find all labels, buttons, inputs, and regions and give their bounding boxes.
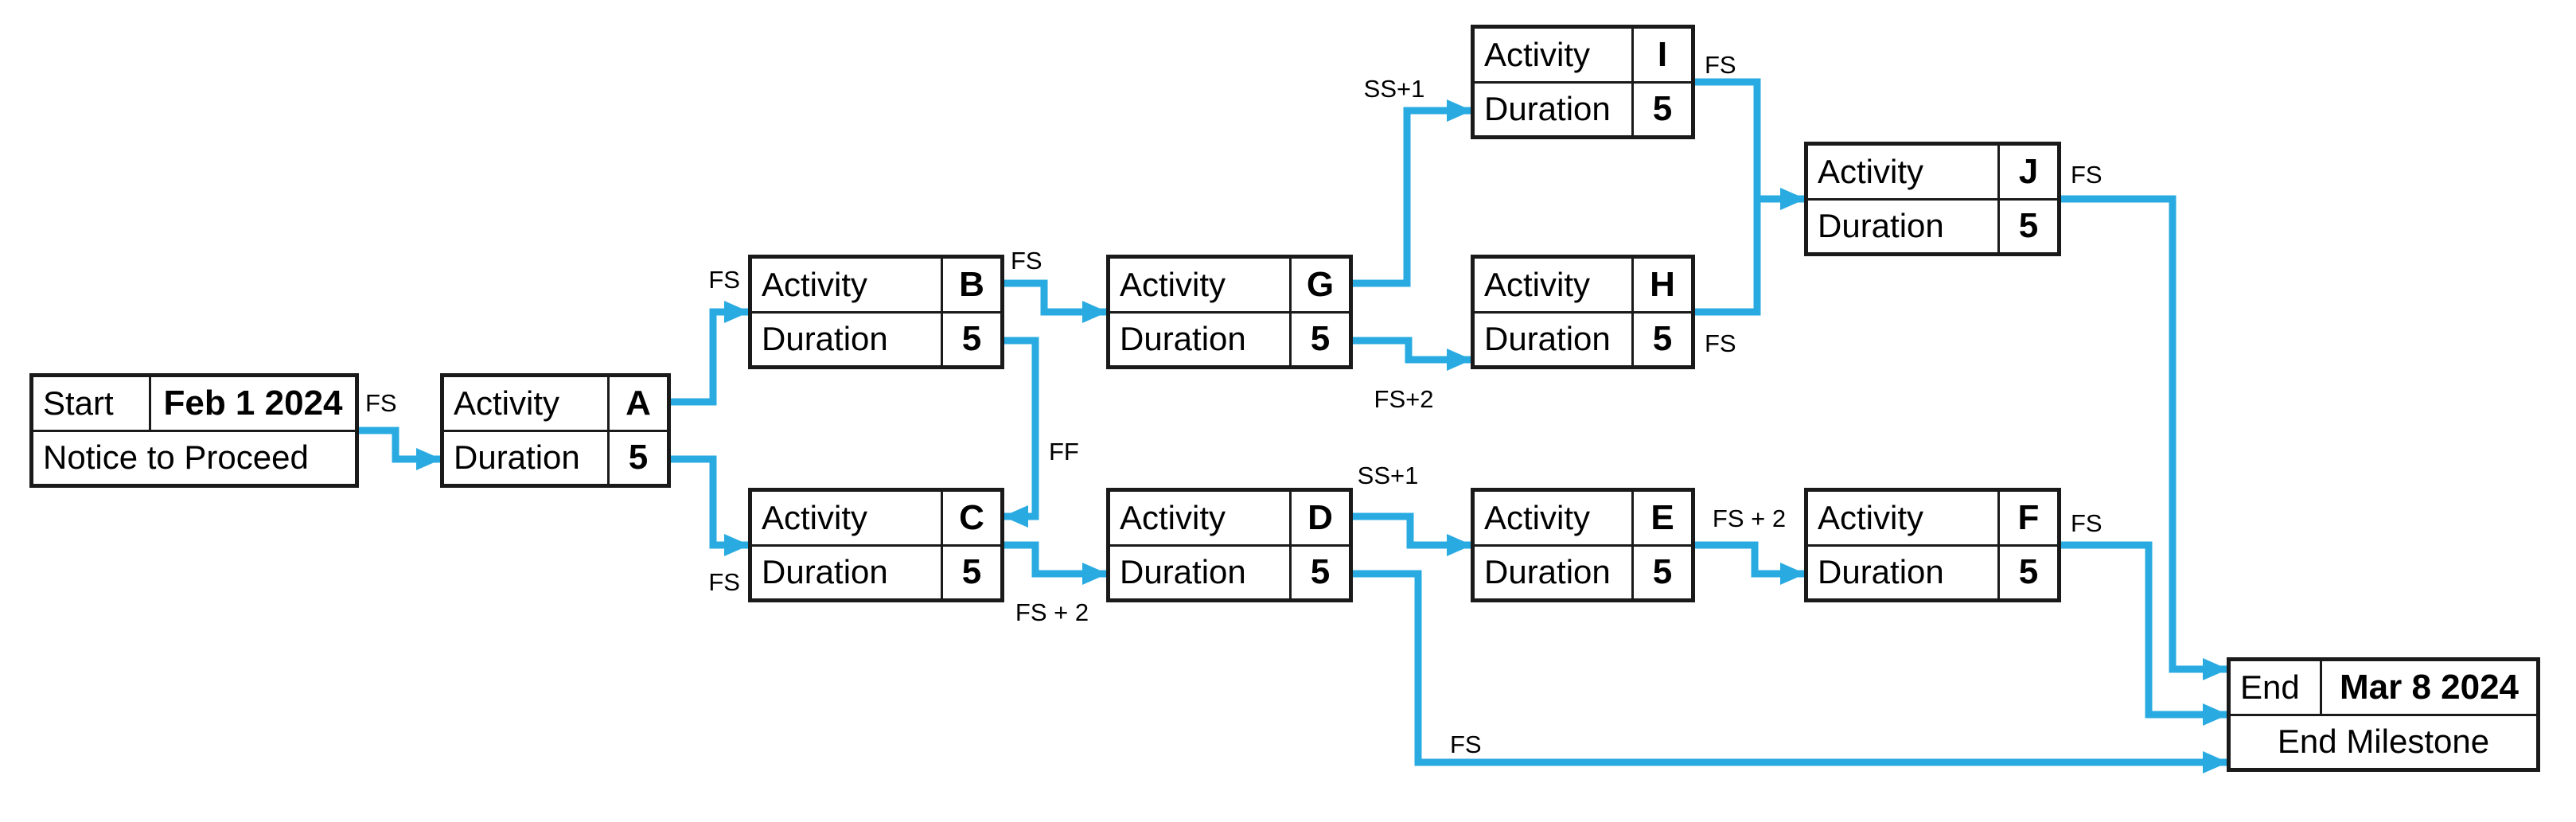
start-description: Notice to Proceed [43,438,309,477]
node-activity-d: Activity D Duration 5 [1106,488,1353,602]
node-activity-i: Activity I Duration 5 [1471,25,1695,139]
duration-label: Duration [1484,90,1611,128]
node-activity-b: Activity B Duration 5 [748,255,1004,369]
duration-label: Duration [1120,553,1246,591]
activity-id: D [1289,492,1349,544]
activity-id: A [607,377,667,430]
end-row-1: End Mar 8 2024 [2231,661,2536,716]
edge-label-d-e: SS+1 [1358,462,1419,489]
duration-label: Duration [1818,553,1944,591]
edge-label-g-h: FS+2 [1374,385,1434,413]
duration-label: Duration [1484,320,1611,358]
start-date: Feb 1 2024 [149,377,355,430]
edge-i-j [1695,78,1806,210]
edge-label-d-end: FS [1450,730,1482,758]
duration-value: 5 [1289,546,1349,598]
activity-label: Activity [1120,265,1226,303]
edge-j-end [2061,195,2228,680]
duration-value: 5 [1631,83,1691,135]
activity-id: J [1997,146,2057,198]
duration-value: 5 [1631,313,1691,365]
edge-label-f-end: FS [2071,509,2102,537]
edge-label-a-c: FS [708,568,740,596]
activity-label: Activity [454,384,560,422]
edge-e-f [1695,541,1806,585]
activity-id: G [1289,259,1349,311]
edge-label-a-b: FS [708,266,740,294]
end-description: End Milestone [2277,723,2490,761]
node-activity-c: Activity C Duration 5 [748,488,1004,602]
edge-label-j-end: FS [2071,161,2102,189]
duration-value: 5 [941,546,1000,598]
duration-value: 5 [941,313,1000,365]
activity-label: Activity [1120,498,1226,536]
activity-label: Activity [762,265,868,303]
activity-label: Activity [1484,35,1591,73]
edge-d-e [1353,512,1472,556]
activity-label: Activity [1818,498,1924,536]
node-end-milestone: End Mar 8 2024 End Milestone [2227,657,2540,772]
node-activity-f: Activity F Duration 5 [1804,488,2061,602]
edge-b-g [1004,279,1108,323]
edge-a-b [671,301,750,406]
edge-b-c-ff [1003,337,1039,528]
edge-label-g-i: SS+1 [1364,75,1425,103]
duration-value: 5 [1997,546,2057,598]
duration-label: Duration [1484,553,1611,591]
activity-id: F [1997,492,2057,544]
duration-value: 5 [607,431,667,484]
activity-label: Activity [1818,152,1924,190]
start-label: Start [43,384,114,422]
edge-h-j [1695,188,1806,316]
edge-label-e-f: FS + 2 [1713,504,1786,532]
edge-g-i [1353,99,1472,287]
activity-id: C [941,492,1000,544]
edge-label-c-d: FS + 2 [1015,598,1089,626]
duration-label: Duration [762,320,888,358]
edge-g-h [1353,337,1472,371]
activity-label: Activity [762,498,868,536]
end-row-2: End Milestone [2231,716,2536,769]
node-activity-h: Activity H Duration 5 [1471,255,1695,369]
duration-value: 5 [1289,313,1349,365]
duration-label: Duration [454,438,580,477]
activity-id: E [1631,492,1691,544]
edge-label-h-j: FS [1705,329,1736,357]
edge-label-b-c-ff: FF [1049,438,1079,466]
end-label: End [2240,668,2300,706]
node-start-milestone: Start Feb 1 2024 Notice to Proceed [29,373,359,488]
activity-label: Activity [1484,265,1591,303]
node-activity-g: Activity G Duration 5 [1106,255,1353,369]
start-row-2: Notice to Proceed [33,432,355,485]
duration-label: Duration [1818,207,1944,245]
activity-id: B [941,259,1000,311]
edge-label-i-j: FS [1705,51,1736,79]
edge-c-d [1004,541,1108,585]
node-activity-j: Activity J Duration 5 [1804,142,2061,256]
node-activity-a: Activity A Duration 5 [440,373,671,488]
edge-d-end [1353,570,2228,773]
activity-id: H [1631,259,1691,311]
duration-label: Duration [1120,320,1246,358]
edge-label-start-a: FS [365,389,397,417]
duration-value: 5 [1631,546,1691,598]
edge-start-a [359,427,442,470]
duration-value: 5 [1997,200,2057,252]
node-activity-e: Activity E Duration 5 [1471,488,1695,602]
end-date: Mar 8 2024 [2320,661,2536,714]
activity-id: I [1631,29,1691,81]
start-row-1: Start Feb 1 2024 [33,377,355,432]
edge-a-c [671,455,750,556]
edge-f-end [2061,541,2228,726]
duration-label: Duration [762,553,888,591]
activity-label: Activity [1484,498,1591,536]
edge-label-b-g: FS [1011,247,1042,275]
